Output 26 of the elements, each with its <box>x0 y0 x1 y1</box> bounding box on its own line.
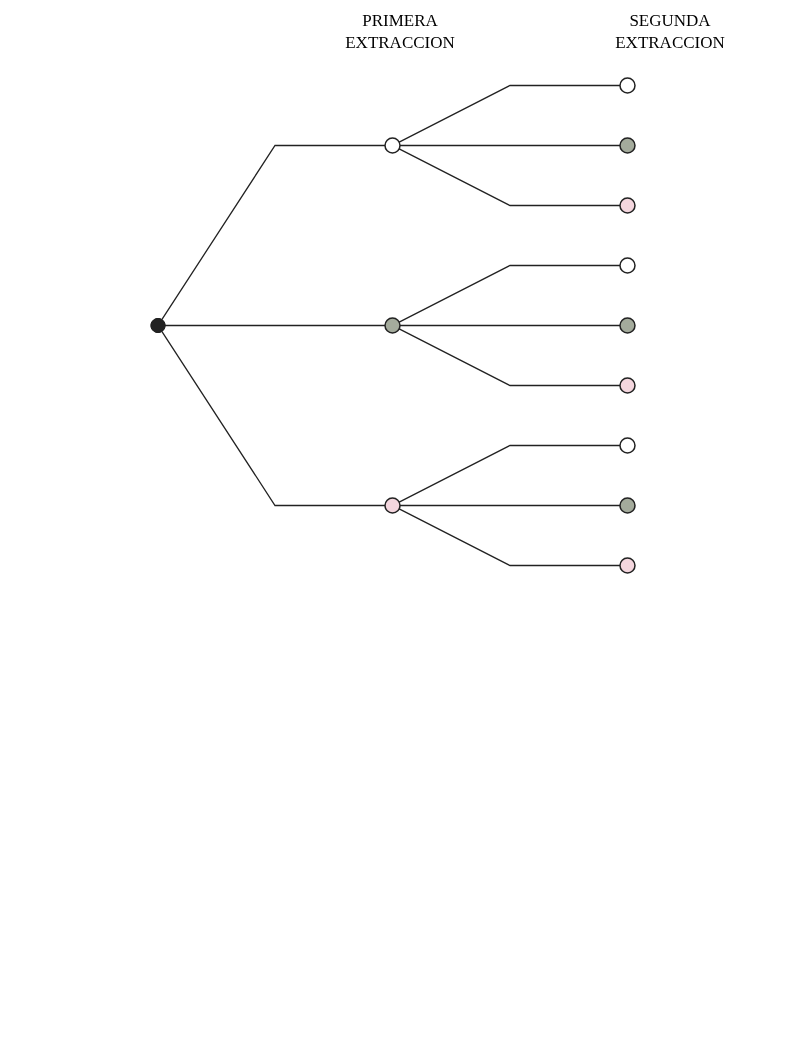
connector <box>398 84 621 143</box>
node-circle <box>618 557 636 574</box>
node-circle <box>618 197 636 214</box>
node-circle <box>618 77 636 94</box>
node-circle <box>618 317 636 334</box>
node-circle <box>618 497 636 514</box>
node-circle <box>618 137 636 154</box>
column-heading: PRIMERA EXTRACCION <box>344 10 456 54</box>
connector <box>398 148 621 207</box>
column-heading: SEGUNDA EXTRACCION <box>614 10 726 54</box>
connector <box>398 324 621 327</box>
node-circle <box>383 497 401 514</box>
connector <box>398 444 621 503</box>
node-circle <box>618 437 636 454</box>
connector <box>398 504 621 507</box>
node-circle <box>618 377 636 394</box>
connector <box>398 144 621 147</box>
node-circle <box>383 137 401 154</box>
connector <box>398 328 621 387</box>
connector <box>160 144 386 321</box>
connector <box>163 324 386 327</box>
connector <box>398 264 621 323</box>
node-circle <box>618 257 636 274</box>
node-circle <box>383 317 401 334</box>
connector <box>398 508 621 567</box>
connector <box>160 330 386 507</box>
